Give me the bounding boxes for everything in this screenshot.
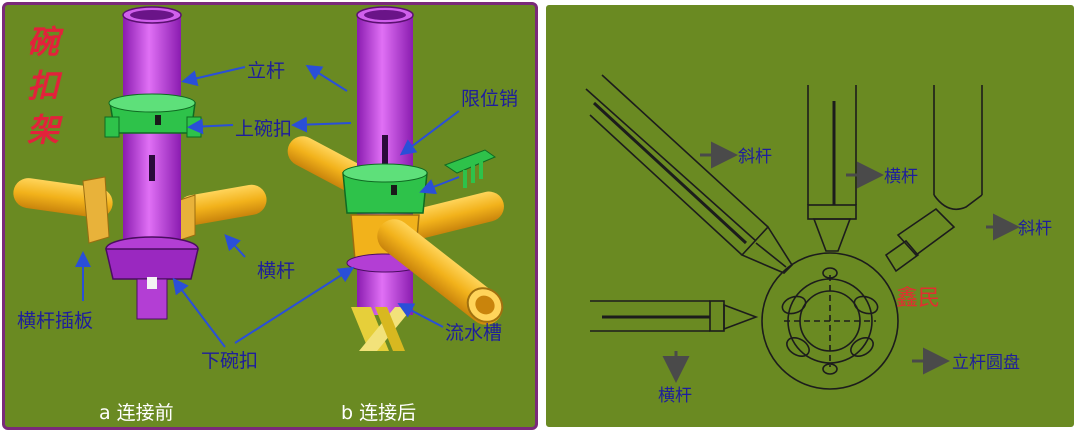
label-drain-groove: 流水槽 — [445, 322, 502, 344]
upper-cup-a — [105, 94, 201, 137]
diagonal-brace-left — [586, 75, 792, 273]
left-panel-cuplock: 碗 扣 架 — [2, 2, 538, 430]
ringlock-line-drawing: 斜杆 横杆 斜杆 横杆 立杆圆盘 鑫民 — [546, 5, 1080, 433]
right-panel-ringlock: 斜杆 横杆 斜杆 横杆 立杆圆盘 鑫民 — [543, 2, 1077, 430]
label-pole-disc: 立杆圆盘 — [952, 353, 1020, 373]
upper-cup-b — [343, 164, 427, 213]
brand-logo-mark — [351, 307, 413, 351]
label-horizontal-bottom: 横杆 — [658, 386, 692, 406]
title-char-1: 碗 — [27, 23, 64, 61]
label-limit-pin: 限位销 — [461, 88, 518, 110]
pole-disc — [762, 253, 898, 389]
label-bar-plug-plate: 横杆插板 — [17, 310, 93, 332]
label-diagonal-right: 斜杆 — [1018, 219, 1052, 239]
vertical-pole-a — [123, 15, 181, 260]
figure-b-after-assembly — [282, 7, 509, 332]
label-lower-cup: 下碗扣 — [201, 350, 258, 372]
label-diagonal-left: 斜杆 — [738, 147, 772, 167]
horizontal-bar-top — [808, 85, 856, 251]
caption-after: b 连接后 — [341, 402, 416, 424]
horizontal-bar-bottom — [590, 301, 756, 331]
ringlock-drawing-lines — [586, 75, 982, 389]
lower-cup-a — [106, 237, 198, 319]
label-horizontal-bar: 横杆 — [257, 260, 295, 282]
label-upper-cup: 上碗扣 — [235, 118, 292, 140]
label-vertical-pole: 立杆 — [247, 60, 285, 82]
cuplock-illustration: 碗 扣 架 — [5, 5, 541, 433]
label-horizontal-top: 横杆 — [884, 167, 918, 187]
horizontal-bar-right-a — [175, 182, 269, 241]
title-char-2: 扣 — [27, 67, 63, 105]
horizontal-bar-left-a — [11, 176, 114, 243]
limit-pin — [445, 150, 495, 188]
title-char-3: 架 — [27, 111, 63, 149]
brand-watermark: 鑫民 — [896, 286, 940, 311]
caption-before: a 连接前 — [99, 402, 174, 424]
